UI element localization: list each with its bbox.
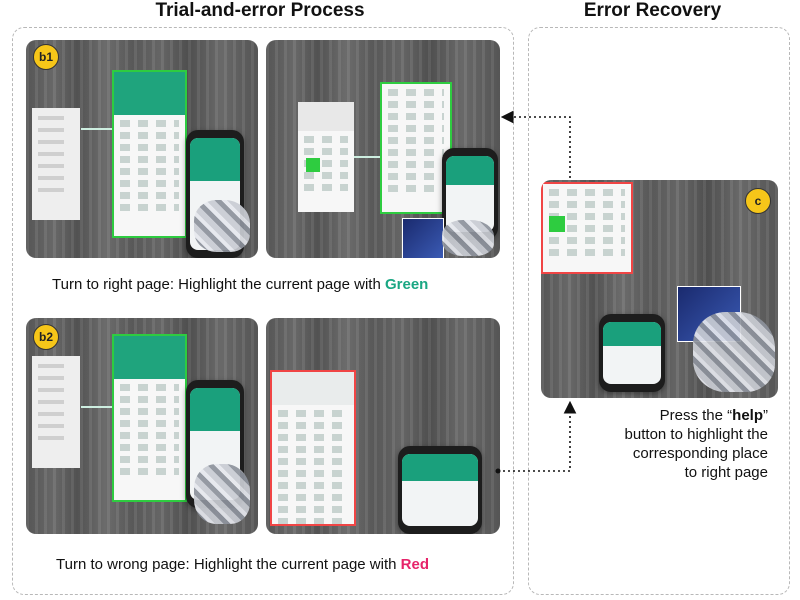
b1-hand [194, 200, 250, 252]
caption-b2-red-word: Red [400, 556, 429, 573]
caption-c-line3: corresponding place [632, 445, 768, 462]
c-photo [541, 180, 778, 398]
badge-b2: b2 [33, 324, 59, 350]
c-phone [599, 314, 665, 392]
trial-and-error-panel [12, 27, 514, 595]
connector-c-to-b1 [500, 110, 571, 178]
b1-virtual-page-previous [298, 102, 354, 212]
connector-b2-to-c [498, 400, 577, 472]
caption-c-help-word: help [732, 407, 763, 424]
caption-c-line4: to right page [684, 464, 768, 481]
badge-b1: b1 [33, 44, 59, 70]
b1-green-marker [306, 158, 320, 172]
b1-virtual-list-page [32, 108, 80, 220]
b2-virtual-page-highlighted-red [270, 370, 356, 526]
title-trial-and-error: Trial-and-error Process [155, 0, 365, 21]
c-hand [693, 312, 775, 392]
b1-virtual-page-highlighted-green [112, 70, 187, 238]
caption-c-line1: Press the “help” [659, 407, 768, 424]
b1-photo-left [26, 40, 258, 258]
title-error-recovery: Error Recovery [583, 0, 722, 21]
connector-b2-start-dot [495, 468, 501, 474]
b1-turn-arrow [81, 128, 113, 130]
b1-photo-right [266, 40, 500, 258]
caption-c-line2: button to highlight the [624, 426, 768, 443]
error-recovery-panel [528, 27, 790, 595]
b2-turn-arrow [81, 406, 113, 408]
caption-b1: Turn to right page: Highlight the curren… [52, 276, 429, 293]
caption-b1-green-word: Green [384, 276, 429, 293]
c-green-marker [549, 216, 565, 232]
b2-phone-2 [398, 446, 482, 534]
caption-c: Press the “help” button to highlight the… [560, 406, 768, 482]
b1-hand-2 [442, 220, 494, 256]
c-virtual-page-red [541, 182, 633, 274]
b2-virtual-list-page [32, 356, 80, 468]
caption-b2: Turn to wrong page: Highlight the curren… [56, 556, 429, 573]
b1-help-tile [402, 218, 444, 258]
b1-turn-arrow-2 [354, 156, 382, 158]
b2-hand [194, 464, 250, 524]
b1-phone-2 [442, 148, 498, 240]
b2-photo-right [266, 318, 500, 534]
badge-c: c [745, 188, 771, 214]
b2-photo-left [26, 318, 258, 534]
